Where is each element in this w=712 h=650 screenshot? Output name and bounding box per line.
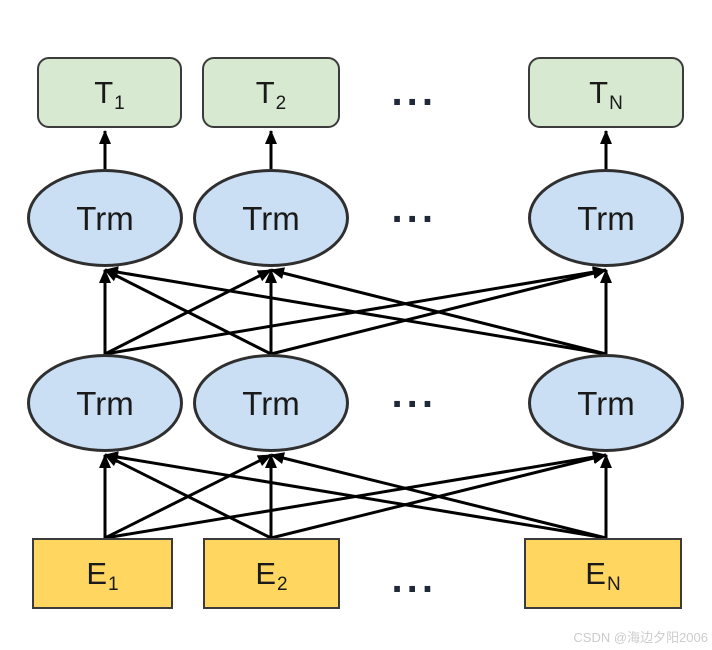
trm-lower-label-1: Trm xyxy=(76,384,134,422)
embedding-box-e1: E 1 xyxy=(32,538,173,609)
embedding-sub-e1: 1 xyxy=(108,574,119,595)
embedding-label-e2: E xyxy=(255,556,277,591)
embedding-box-e2: E 2 xyxy=(203,538,340,609)
ellipsis-dots-outputs: ... xyxy=(391,75,437,113)
output-box-t2: T 2 xyxy=(202,57,340,128)
trm-lower-ellipse-2: Trm xyxy=(193,354,349,452)
trm-lower-ellipse-n: Trm xyxy=(528,354,684,452)
trm-lower-label-n: Trm xyxy=(577,384,635,422)
trm-upper-label-1: Trm xyxy=(76,199,134,237)
output-sub-t2: 2 xyxy=(275,93,287,114)
output-label-tn: T xyxy=(589,75,609,110)
trm-upper-ellipse-1: Trm xyxy=(27,169,183,267)
ellipsis-dots-embeddings: ... xyxy=(391,562,437,600)
embedding-box-en: E N xyxy=(524,538,682,609)
embedding-sub-en: N xyxy=(606,574,621,595)
output-label-t1: T xyxy=(94,75,114,110)
watermark: CSDN @海边夕阳2006 xyxy=(573,630,708,645)
ellipsis-dots-trm-lower: ... xyxy=(391,377,437,415)
output-box-tn: T N xyxy=(528,57,684,128)
embedding-label-e1: E xyxy=(86,556,108,591)
embedding-sub-e2: 2 xyxy=(277,574,288,595)
trm-lower-label-2: Trm xyxy=(242,384,300,422)
output-sub-tn: N xyxy=(609,93,623,114)
output-sub-t1: 1 xyxy=(114,93,125,114)
trm-lower-ellipse-1: Trm xyxy=(27,354,183,452)
embedding-label-en: E xyxy=(585,556,606,591)
trm-upper-ellipse-n: Trm xyxy=(528,169,684,267)
ellipsis-dots-trm-upper: ... xyxy=(391,192,437,230)
output-label-t2: T xyxy=(255,75,275,110)
trm-upper-ellipse-2: Trm xyxy=(193,169,349,267)
trm-upper-label-2: Trm xyxy=(242,199,300,237)
output-box-t1: T 1 xyxy=(37,57,182,128)
trm-upper-label-n: Trm xyxy=(577,199,635,237)
